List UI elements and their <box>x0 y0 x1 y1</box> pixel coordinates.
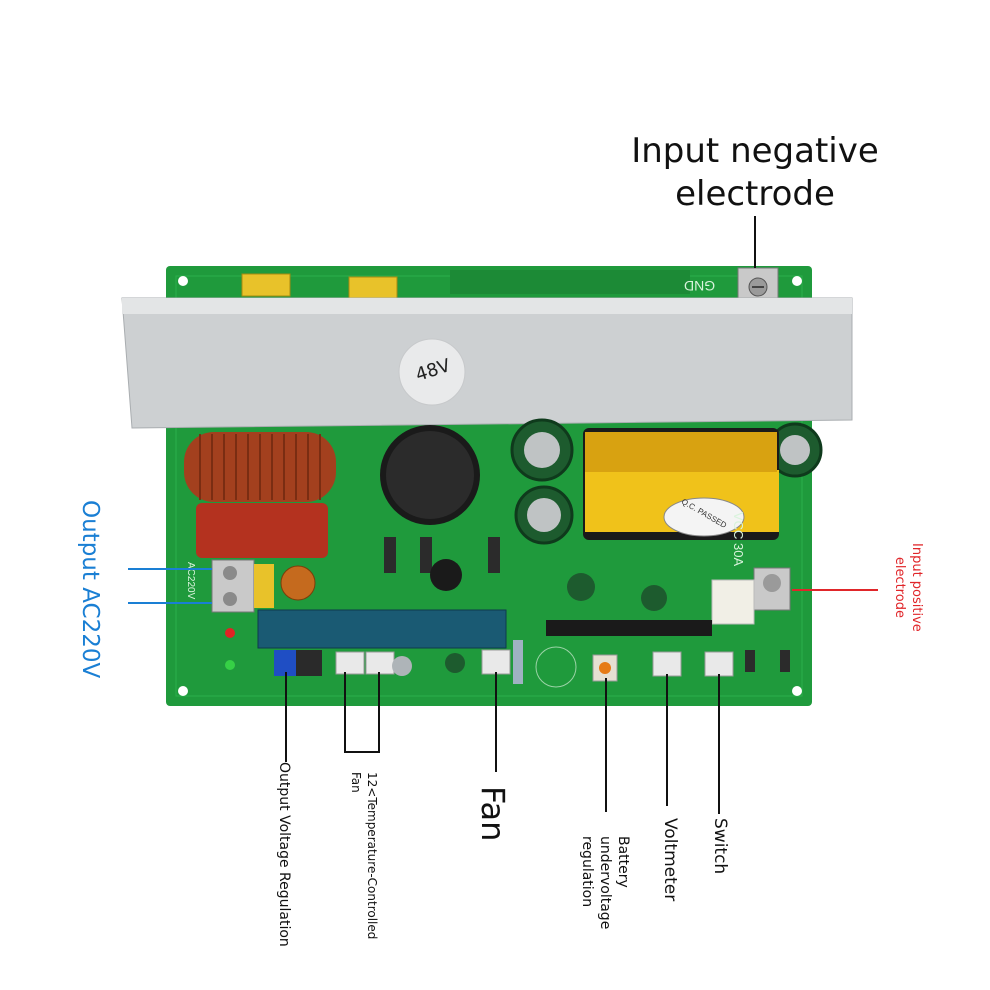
connector-switch <box>704 651 734 677</box>
mount-hole <box>792 276 802 286</box>
input-positive-label: Input positive electrode <box>890 543 924 632</box>
temp-fan-line2: Fan <box>348 772 363 793</box>
heatsink-sticker <box>398 338 466 406</box>
vcc-silkscreen: VCC 30A <box>731 512 746 567</box>
input-negative-line2: electrode <box>675 173 835 214</box>
temp-fan-leader-right <box>378 672 380 752</box>
input-positive-leader <box>792 589 878 591</box>
battery-undervoltage-label: Battery undervoltage regulation <box>577 836 632 929</box>
ovr-leader <box>285 672 287 762</box>
connector-fan <box>481 649 511 675</box>
connector-voltmeter <box>652 651 682 677</box>
output-leader-top <box>128 568 212 570</box>
output-leader-bottom <box>128 602 212 604</box>
mount-hole <box>178 686 188 696</box>
temp-fan-leader-bar <box>344 751 380 753</box>
gnd-silkscreen: GND <box>684 278 716 294</box>
input-negative-label: Input negative electrode <box>600 130 910 215</box>
battery-line1: Battery <box>615 836 631 888</box>
temp-fan-leader-left <box>344 672 346 752</box>
battery-leader <box>605 678 607 812</box>
input-positive-line2: electrode <box>892 556 908 618</box>
heatsink <box>121 297 853 429</box>
switch-leader <box>718 674 720 814</box>
display-module <box>257 609 507 649</box>
fan-leader <box>495 672 497 772</box>
fan-label: Fan <box>474 786 512 842</box>
mount-hole <box>792 686 802 696</box>
input-positive-line1: Input positive <box>909 543 924 632</box>
pot-output-voltage <box>274 650 296 676</box>
qc-sticker <box>663 497 745 537</box>
input-negative-line1: Input negative <box>631 131 879 171</box>
output-voltage-regulation-label: Output Voltage Regulation <box>276 762 292 947</box>
connector-temp-2 <box>365 651 395 675</box>
input-negative-leader <box>754 216 756 268</box>
temperature-controlled-fan-label: 12<Temperature-Controlled Fan <box>348 772 380 939</box>
battery-line3: regulation <box>578 836 595 908</box>
connector-temp-1 <box>335 651 365 675</box>
film-capacitor <box>196 503 328 558</box>
switch-label: Switch <box>710 818 730 875</box>
mount-hole <box>178 276 188 286</box>
output-ac220v-label: Output AC220V <box>77 500 103 679</box>
battery-line2: undervoltage <box>596 836 613 930</box>
voltmeter-label: Voltmeter <box>660 818 680 902</box>
temp-fan-line1: 12<Temperature-Controlled <box>365 772 379 940</box>
voltmeter-leader <box>666 674 668 806</box>
